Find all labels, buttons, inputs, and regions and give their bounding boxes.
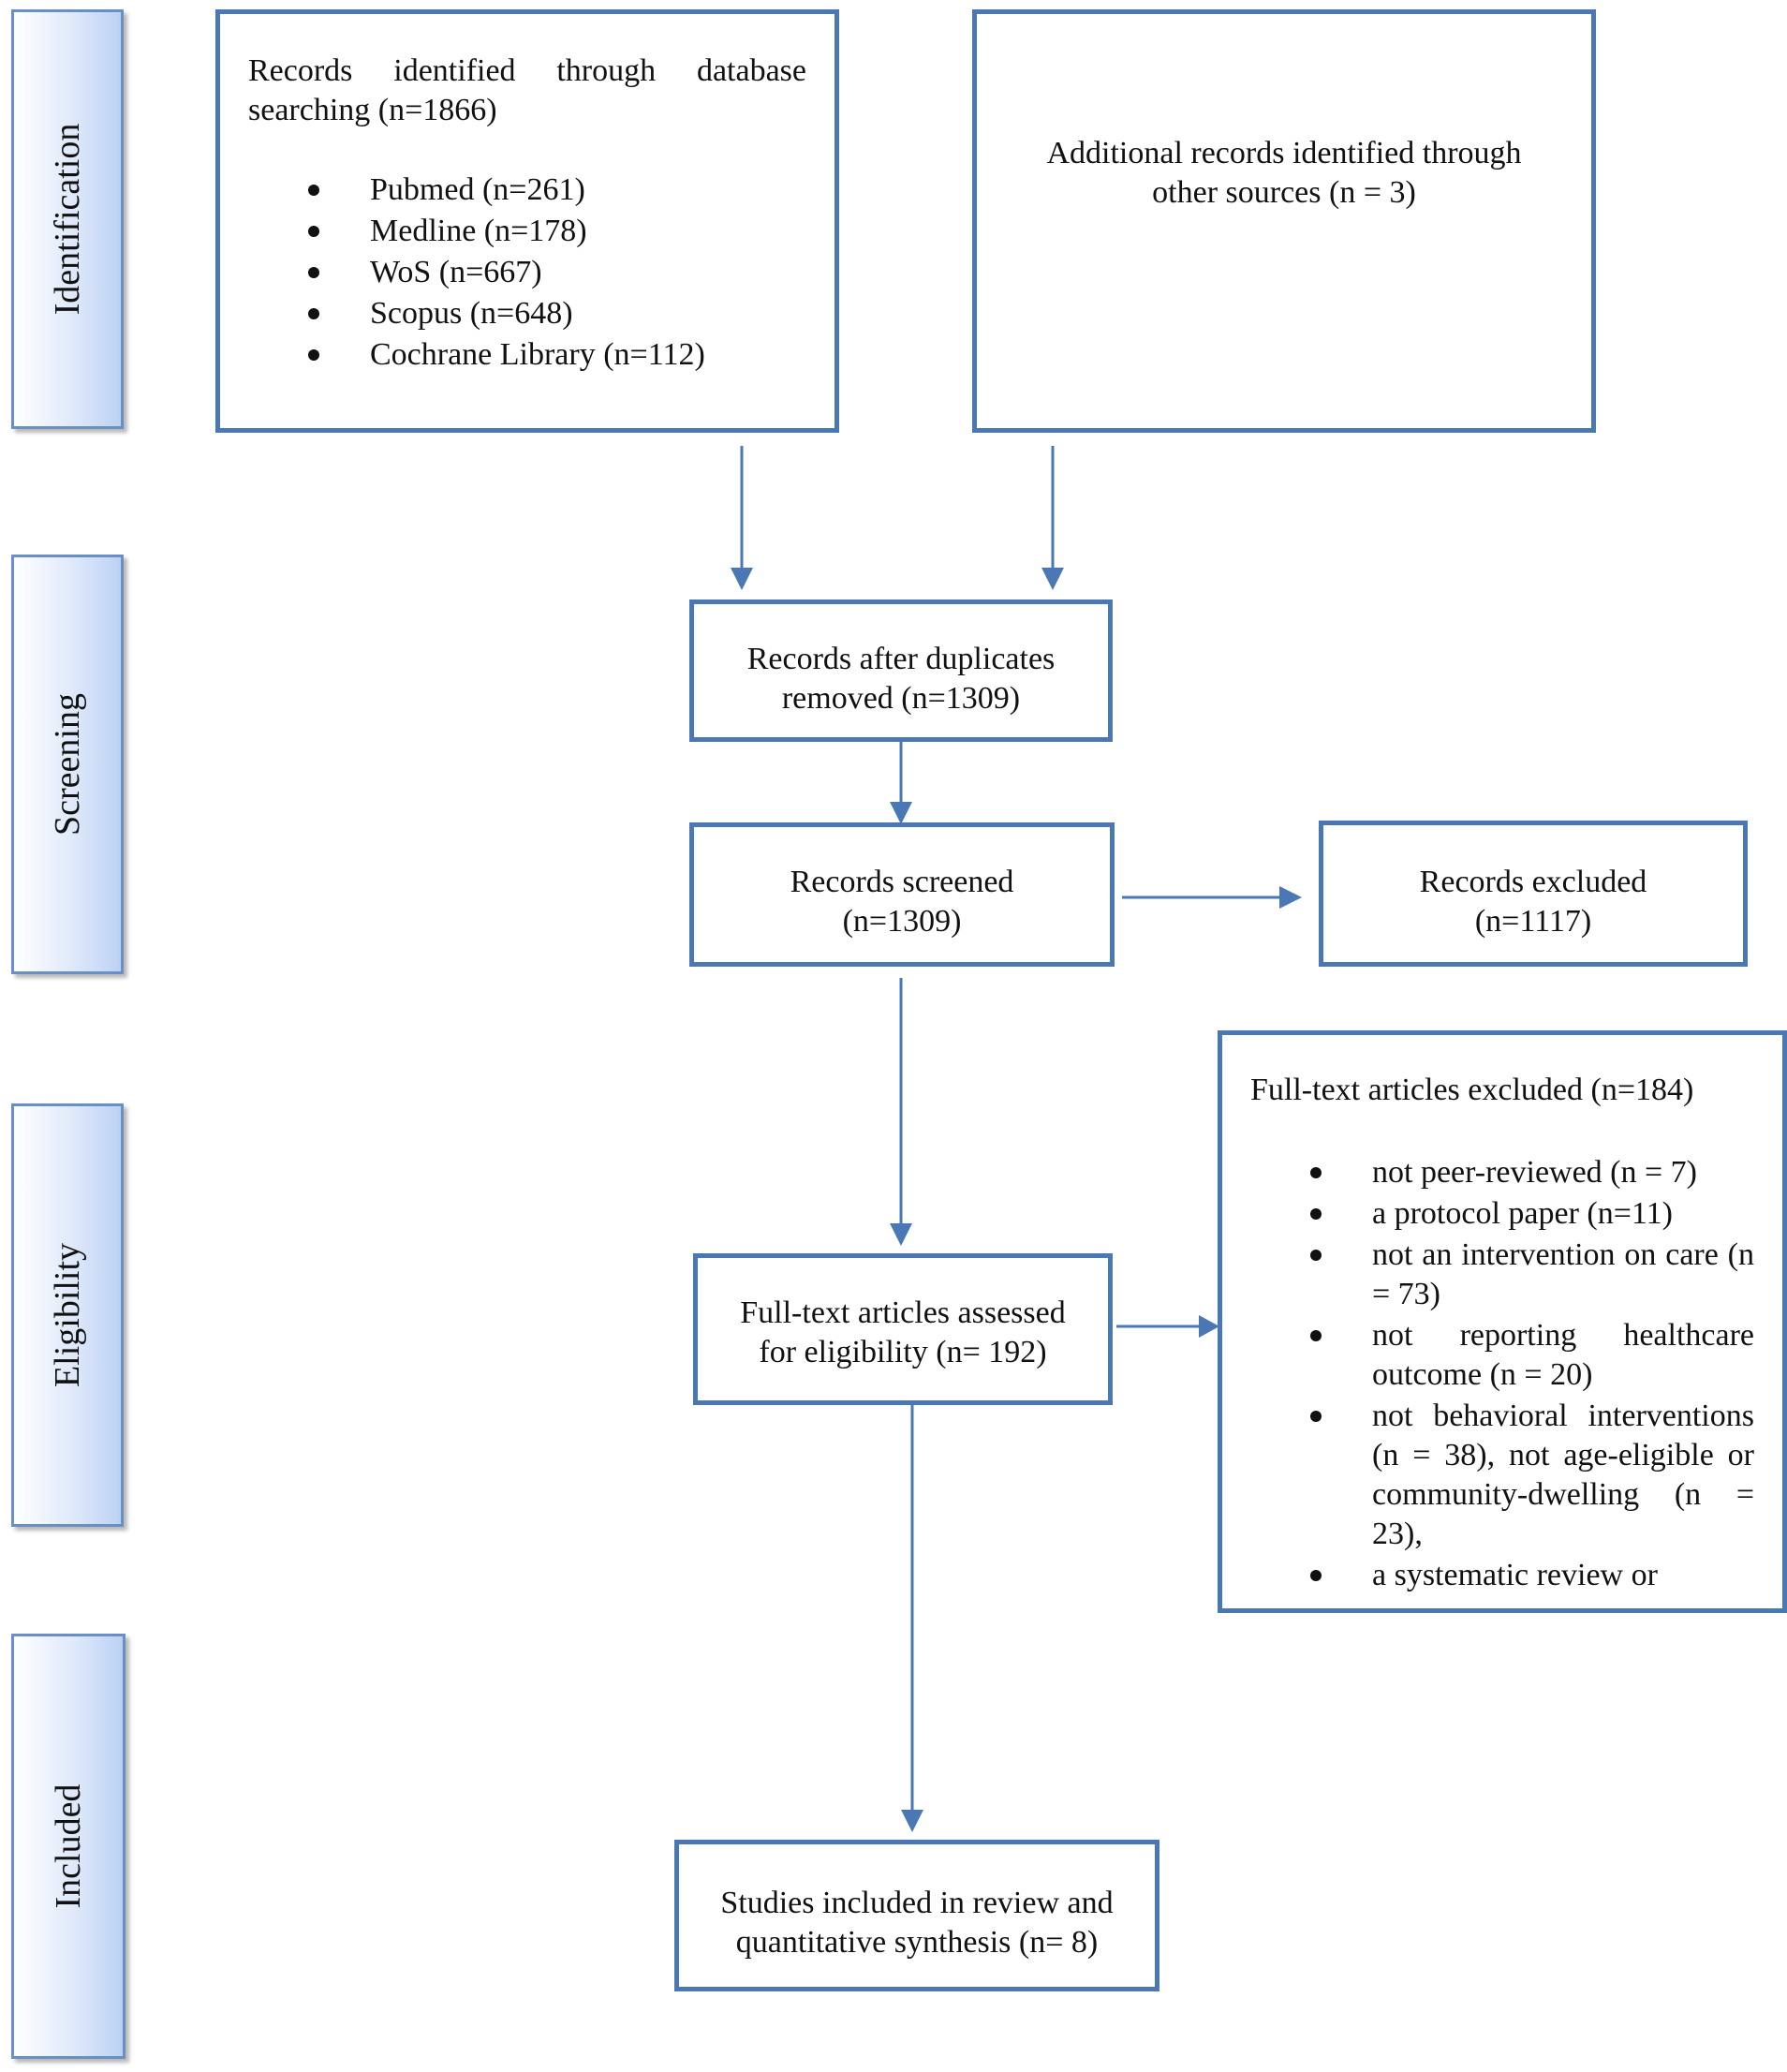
arrowhead (901, 1810, 923, 1832)
box-records-screened: Records screened (n=1309) (689, 822, 1115, 967)
list-item: Cochrane Library (n=112) (308, 334, 806, 376)
list-item: Scopus (n=648) (308, 293, 806, 334)
fulltext-excluded-title: Full-text articles excluded (n=184) (1250, 1073, 1694, 1107)
duplicates-removed-line2: removed (n=1309) (781, 681, 1021, 716)
arrowhead (890, 1223, 912, 1246)
database-list: Pubmed (n=261) Medline (n=178) WoS (n=66… (248, 170, 806, 376)
stage-identification: Identification (11, 9, 124, 429)
stage-included: Included (11, 1634, 126, 2059)
list-item: a systematic review or (1310, 1556, 1754, 1595)
box-fulltext-assessed: Full-text articles assessed for eligibil… (693, 1253, 1113, 1405)
box-studies-included: Studies included in review and quantitat… (674, 1840, 1159, 1991)
arrowhead (731, 568, 753, 590)
list-item: a protocol paper (n=11) (1310, 1194, 1754, 1234)
fulltext-assessed-line2: for eligibility (n= 192) (759, 1335, 1047, 1369)
arrowhead (1279, 886, 1302, 909)
arrowhead (890, 802, 912, 824)
list-item: not peer-reviewed (n = 7) (1310, 1153, 1754, 1192)
duplicates-removed-line1: Records after duplicates (746, 642, 1056, 676)
box-other-sources: Additional records identified through ot… (972, 9, 1596, 433)
arrowhead (1041, 568, 1064, 590)
box-database-search: Records identified through database sear… (215, 9, 839, 433)
records-excluded-line2: (n=1117) (1474, 904, 1592, 939)
list-item: not reporting healthcare outcome (n = 20… (1310, 1316, 1754, 1395)
list-item: not an intervention on care (n = 73) (1310, 1236, 1754, 1314)
arrowhead (1199, 1315, 1219, 1338)
box-duplicates-removed: Records after duplicates removed (n=1309… (689, 599, 1113, 742)
box-records-excluded: Records excluded (n=1117) (1319, 821, 1748, 967)
database-search-text: Records identified through database sear… (248, 53, 806, 127)
list-item: WoS (n=667) (308, 252, 806, 293)
other-sources-line2: other sources (n = 3) (1152, 175, 1416, 210)
records-screened-line1: Records screened (790, 865, 1014, 899)
records-screened-line2: (n=1309) (842, 904, 962, 939)
stage-screening: Screening (11, 555, 124, 974)
list-item: Pubmed (n=261) (308, 170, 806, 211)
records-excluded-line1: Records excluded (1419, 865, 1647, 899)
list-item: Medline (n=178) (308, 211, 806, 252)
fulltext-assessed-line1: Full-text articles assessed (740, 1295, 1066, 1330)
list-item: not behavioral interventions (n = 38), n… (1310, 1397, 1754, 1554)
studies-included-line1: Studies included in review and (720, 1886, 1114, 1920)
exclusion-reasons-list: not peer-reviewed (n = 7) a protocol pap… (1250, 1153, 1754, 1595)
studies-included-line2: quantitative synthesis (n= 8) (735, 1925, 1099, 1960)
box-fulltext-excluded: Full-text articles excluded (n=184) not … (1218, 1030, 1787, 1613)
stage-eligibility: Eligibility (11, 1103, 124, 1527)
other-sources-line1: Additional records identified through (1046, 136, 1522, 170)
